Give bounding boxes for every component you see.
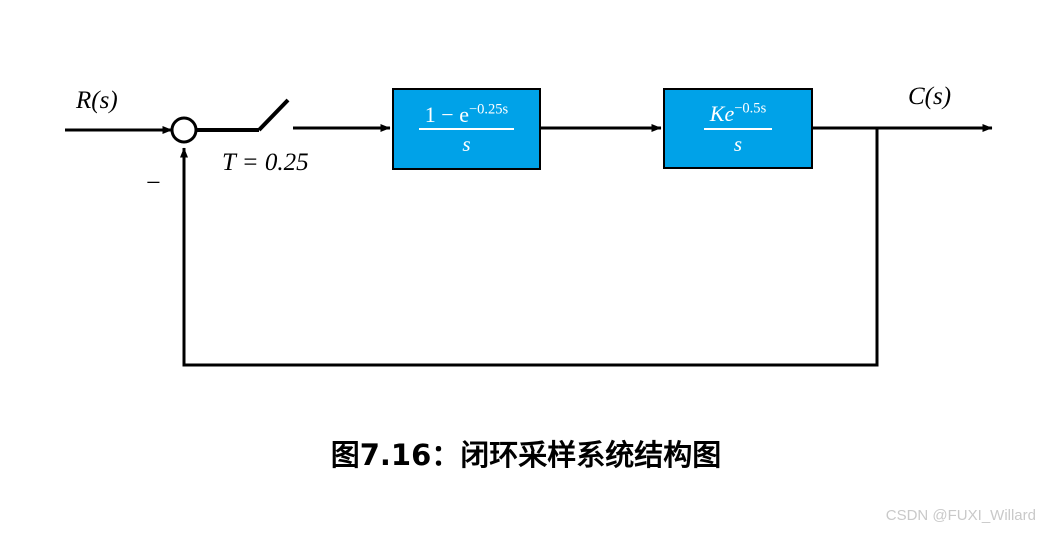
fraction-plant: Ke−0.5s s (703, 102, 773, 156)
input-signal-label: R(s) (76, 87, 118, 114)
fraction-numerator: 1 − e−0.25s (419, 101, 514, 128)
fraction-denominator: s (733, 131, 743, 156)
fraction-denominator: s (462, 132, 471, 157)
summing-junction (170, 116, 198, 144)
numerator-exponent: −0.25s (468, 101, 509, 118)
transfer-function-block-zero-order-hold: 1 − e−0.25s s (392, 88, 541, 170)
fraction-numerator: Ke−0.5s (704, 102, 772, 127)
transfer-function-block-plant: Ke−0.5s s (663, 88, 813, 169)
sampling-period-label: T = 0.25 (222, 149, 309, 176)
watermark-label: CSDN @FUXI_Willard (885, 507, 1036, 524)
numerator-base: 1 − e (424, 101, 469, 127)
feedback-sign-label: − (146, 168, 161, 197)
output-signal-label: C(s) (908, 83, 952, 110)
fraction-zoh: 1 − e−0.25s s (418, 101, 515, 157)
fraction-bar (703, 127, 773, 130)
fraction-bar (418, 128, 515, 131)
numerator-exponent: −0.5s (734, 101, 767, 118)
feedback-path (180, 128, 879, 367)
figure-caption: 图7.16：闭环采样系统结构图 (330, 438, 722, 472)
numerator-base: Ke (709, 101, 735, 127)
sampler-blade (257, 98, 290, 132)
